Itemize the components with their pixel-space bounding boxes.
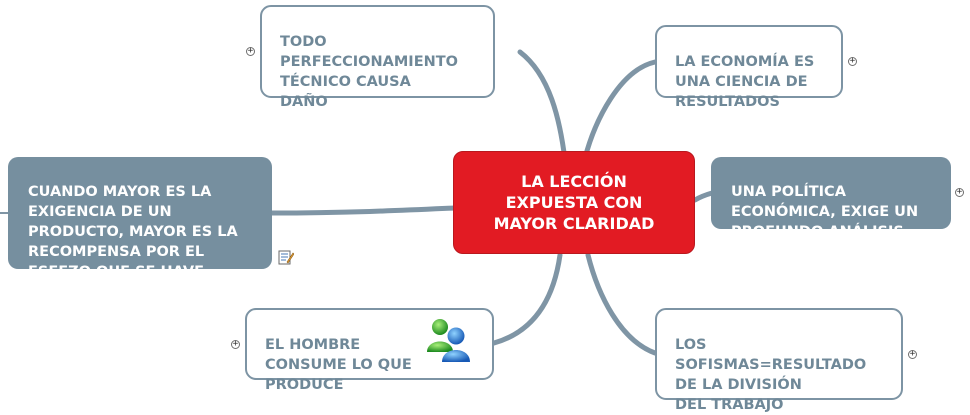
connector-top-left <box>517 49 568 163</box>
connector-bottom-right <box>585 252 658 356</box>
topic-label: TODO PERFECCIONAMIENTO TÉCNICO CAUSA DAÑ… <box>280 34 458 110</box>
connector-mid-right <box>692 190 715 203</box>
topic-mid-left[interactable]: CUANDO MAYOR ES LA EXIGENCIA DE UN PRODU… <box>8 157 272 280</box>
connector-mid-left <box>269 205 457 216</box>
expand-top-right-button[interactable]: + <box>848 56 857 66</box>
topic-bottom-right[interactable]: LOS SOFISMAS=RESULTADO DE LA DIVISIÓN DE… <box>655 308 903 413</box>
topic-mid-right[interactable]: UNA POLÍTICA ECONÓMICA, EXIGE UN PROFUND… <box>711 157 951 240</box>
expand-top-left-button[interactable]: + <box>246 46 255 56</box>
connector-bottom-left <box>491 252 563 346</box>
expand-bottom-left-button[interactable]: + <box>231 339 240 349</box>
central-topic-label: LA LECCIÓN EXPUESTA CON MAYOR CLARIDAD <box>493 172 655 233</box>
central-topic[interactable]: LA LECCIÓN EXPUESTA CON MAYOR CLARIDAD <box>453 151 695 254</box>
topic-bottom-left[interactable]: EL HOMBRE CONSUME LO QUE PRODUCE <box>245 308 494 393</box>
topic-top-right[interactable]: LA ECONOMÍA ES UNA CIENCIA DE RESULTADOS <box>655 25 843 110</box>
connector-top-right <box>582 59 658 161</box>
topic-label: EL HOMBRE CONSUME LO QUE PRODUCE <box>265 337 412 393</box>
note-icon[interactable] <box>278 249 295 265</box>
connector-lines <box>0 49 715 356</box>
topic-top-left[interactable]: TODO PERFECCIONAMIENTO TÉCNICO CAUSA DAÑ… <box>260 5 495 110</box>
topic-label: CUANDO MAYOR ES LA EXIGENCIA DE UN PRODU… <box>28 184 238 280</box>
users-icon <box>425 316 473 364</box>
expand-bottom-right-button[interactable]: + <box>908 349 917 359</box>
expand-mid-right-button[interactable]: + <box>955 187 964 197</box>
topic-label: LA ECONOMÍA ES UNA CIENCIA DE RESULTADOS <box>675 54 815 110</box>
topic-label: UNA POLÍTICA ECONÓMICA, EXIGE UN PROFUND… <box>731 184 919 240</box>
